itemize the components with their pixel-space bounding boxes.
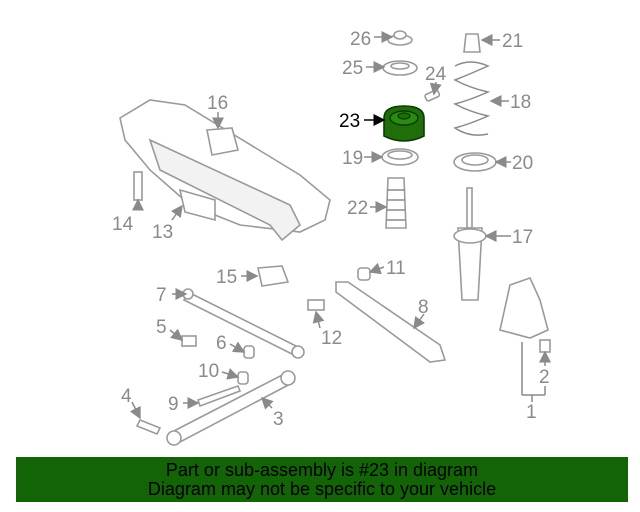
- bushing-6[interactable]: [243, 345, 255, 359]
- callout-8[interactable]: 8: [418, 297, 429, 318]
- callout-12[interactable]: 12: [321, 328, 342, 349]
- bolt-14[interactable]: [133, 171, 143, 201]
- pad-15[interactable]: [257, 265, 290, 287]
- callout-19[interactable]: 19: [342, 148, 363, 169]
- callout-13[interactable]: 13: [152, 222, 173, 243]
- bump-stop-26[interactable]: [387, 30, 413, 46]
- callout-4[interactable]: 4: [121, 386, 132, 407]
- bolt-12[interactable]: [307, 299, 325, 311]
- clip-24[interactable]: [424, 89, 441, 102]
- banner-line-disclaimer: Diagram may not be specific to your vehi…: [147, 479, 497, 499]
- callout-16[interactable]: 16: [207, 93, 228, 114]
- callout-7[interactable]: 7: [156, 285, 167, 306]
- banner-line-part: Part or sub-assembly is #23 in diagram: [165, 460, 479, 480]
- strut-mount-23[interactable]: [383, 105, 425, 142]
- selected-part-banner: Part or sub-assembly is #23 in diagram D…: [16, 457, 628, 502]
- seat-25[interactable]: [382, 60, 418, 76]
- bolt-2[interactable]: [539, 339, 551, 353]
- spring-seat-20[interactable]: [453, 152, 497, 172]
- callout-11[interactable]: 11: [386, 258, 406, 279]
- callout-2[interactable]: 2: [539, 367, 550, 388]
- trailing-arm-8[interactable]: [335, 281, 447, 363]
- callout-3[interactable]: 3: [273, 409, 284, 430]
- bolt-4[interactable]: [135, 418, 162, 436]
- bolt-5[interactable]: [181, 335, 197, 347]
- callout-26[interactable]: 26: [350, 29, 371, 50]
- callout-18[interactable]: 18: [510, 92, 531, 113]
- callout-15[interactable]: 15: [216, 267, 237, 288]
- callout-10[interactable]: 10: [198, 361, 219, 382]
- callout-20[interactable]: 20: [512, 153, 533, 174]
- nut-11[interactable]: [357, 267, 371, 281]
- knuckle-1[interactable]: [499, 277, 549, 339]
- nut-10[interactable]: [237, 371, 249, 385]
- callout-9[interactable]: 9: [168, 394, 179, 415]
- bump-stop-21[interactable]: [463, 33, 481, 53]
- callout-6[interactable]: 6: [216, 333, 227, 354]
- dust-boot-22[interactable]: [385, 177, 407, 229]
- lower-arm-3[interactable]: [166, 370, 296, 446]
- bearing-19[interactable]: [381, 148, 419, 166]
- callout-5[interactable]: 5: [156, 317, 167, 338]
- callout-17[interactable]: 17: [512, 227, 533, 248]
- callout-23[interactable]: 23: [339, 111, 360, 132]
- mount-bracket-16[interactable]: [206, 127, 239, 156]
- callout-14[interactable]: 14: [112, 214, 134, 235]
- callout-1[interactable]: 1: [526, 402, 537, 423]
- strut-17[interactable]: [453, 187, 487, 301]
- rear-crossmember[interactable]: [119, 99, 331, 242]
- callout-22[interactable]: 22: [347, 198, 368, 219]
- callout-21[interactable]: 21: [502, 31, 523, 52]
- callout-24[interactable]: 24: [425, 64, 447, 85]
- coil-spring-18[interactable]: [452, 61, 491, 136]
- callout-25[interactable]: 25: [342, 58, 363, 79]
